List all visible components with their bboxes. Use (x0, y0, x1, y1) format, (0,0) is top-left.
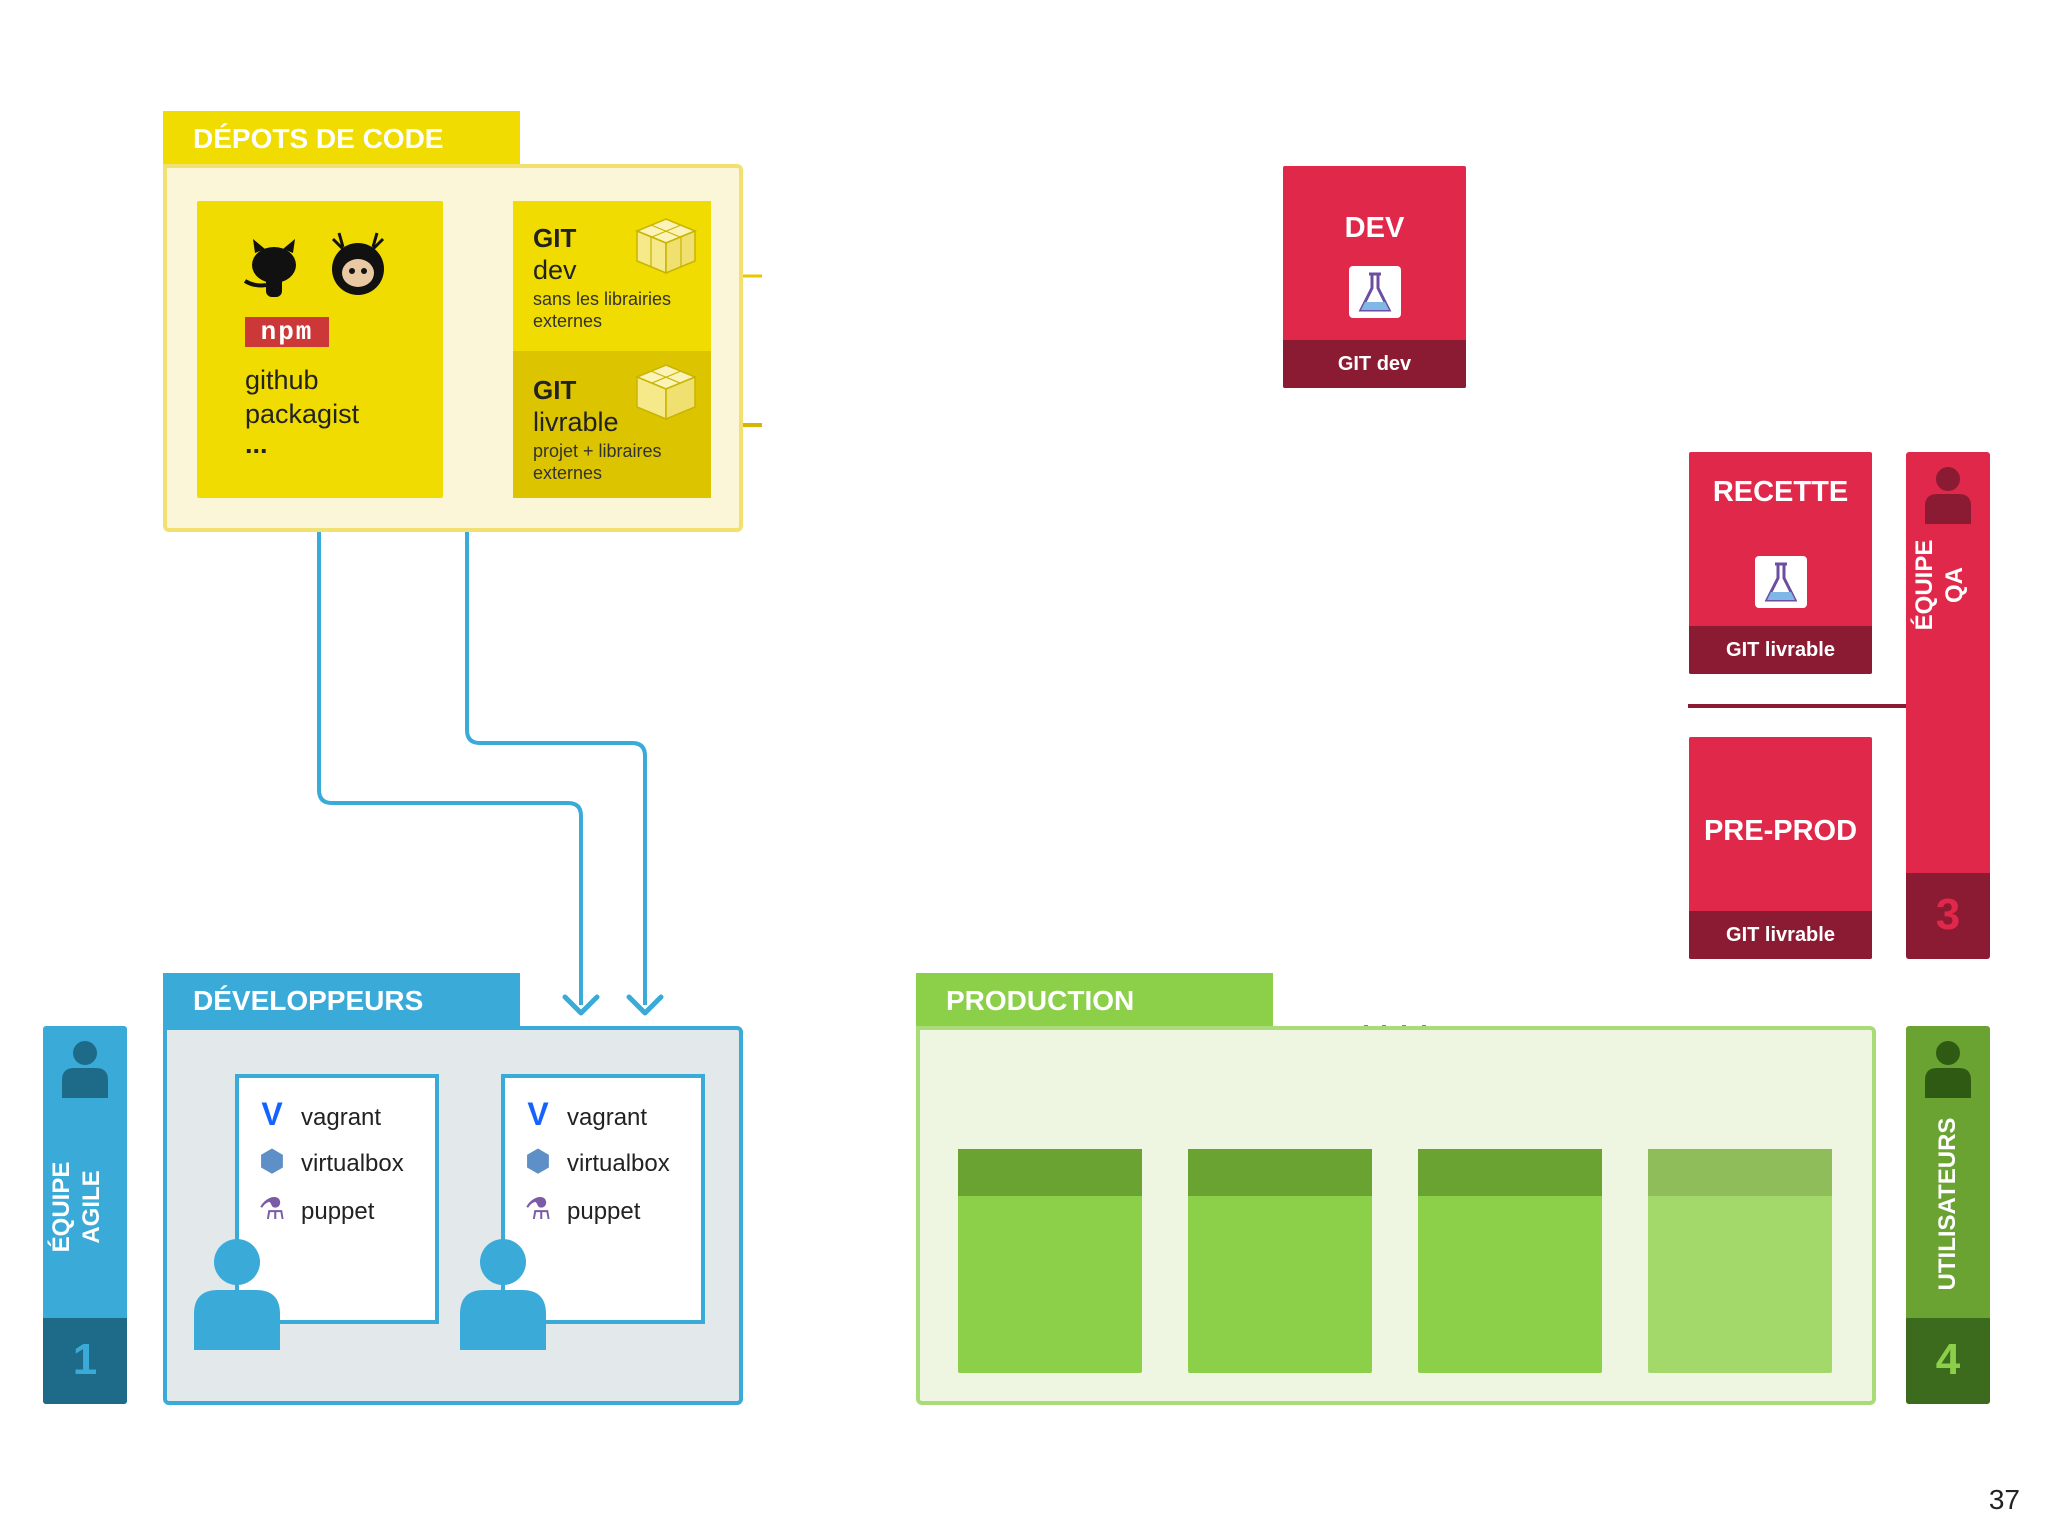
developers-tab: DÉVELOPPEURS (163, 973, 520, 1029)
package-box-icon (635, 364, 697, 421)
git-dev-title: GIT (533, 223, 577, 253)
blue-connector-public-to-dev (317, 500, 583, 1005)
packagist-icon (331, 232, 385, 295)
env-recette-title: RECETTE (1712, 476, 1849, 508)
production-tab: PRODUCTION (916, 973, 1273, 1029)
team-users-bar: UTILISATEURS 4 (1906, 1026, 1990, 1404)
team-qa-number: 3 (1935, 890, 1961, 939)
team-agile-number: 1 (72, 1335, 98, 1384)
team-users-number: 4 (1935, 1335, 1961, 1384)
env-dev-footer: GIT dev (1283, 340, 1466, 388)
person-icon (460, 1239, 546, 1350)
public-repo-more: ... (245, 429, 268, 459)
vagrant-icon: V (527, 1096, 549, 1132)
env-recette: RECETTE GIT livrable (1689, 452, 1872, 674)
git-livrable-title: GIT (533, 375, 577, 405)
github-octocat-icon (243, 239, 296, 297)
env-dev-title: DEV (1344, 212, 1405, 244)
production-server-1 (958, 1149, 1142, 1373)
team-users-number-band: 4 (1906, 1318, 1990, 1404)
tool-virtualbox: ⬢virtualbox (519, 1142, 670, 1182)
git-dev-desc-2: externes (533, 311, 603, 331)
env-preprod: PRE-PROD GIT livrable (1689, 737, 1872, 959)
person-icon (1925, 467, 1971, 524)
npm-logo: npm (245, 317, 329, 347)
page-number: 37 (1988, 1484, 2020, 1515)
git-livrable-box: GIT livrable projet + libraires externes (513, 351, 711, 498)
env-preprod-title: PRE-PROD (1703, 815, 1858, 847)
arrow-head-dev-1 (562, 994, 600, 1016)
public-repos-box: npm github packagist ... (197, 201, 443, 498)
team-agile-number-band: 1 (43, 1318, 127, 1404)
person-icon (1925, 1041, 1971, 1098)
git-dev-box: GIT dev sans les librairies externes (513, 201, 711, 351)
virtualbox-icon: ⬢ (258, 1145, 286, 1178)
puppet-icon: ⚗ (524, 1193, 552, 1226)
arrow-head-dev-2 (626, 994, 664, 1016)
lab-flask-icon (1349, 266, 1401, 318)
env-recette-footer: GIT livrable (1689, 626, 1872, 674)
git-livrable-name: livrable (533, 407, 619, 437)
team-qa-number-band: 3 (1906, 873, 1990, 959)
public-repo-github: github (245, 365, 319, 395)
production-server-4 (1648, 1149, 1832, 1373)
git-livrable-desc-1: projet + libraires (533, 441, 662, 461)
tool-puppet: ⚗puppet (519, 1190, 641, 1230)
env-preprod-footer: GIT livrable (1689, 911, 1872, 959)
person-icon (62, 1041, 108, 1098)
puppet-icon: ⚗ (258, 1193, 286, 1226)
vagrant-icon: V (261, 1096, 283, 1132)
git-dev-desc-1: sans les librairies (533, 289, 672, 309)
production-server-3 (1418, 1149, 1602, 1373)
person-icon (194, 1239, 280, 1350)
team-users-label: UTILISATEURS (1934, 1117, 1961, 1291)
tool-virtualbox: ⬢virtualbox (253, 1142, 404, 1182)
public-repo-packagist: packagist (245, 399, 360, 429)
repos-tab: DÉPOTS DE CODE (163, 111, 520, 167)
tool-puppet: ⚗puppet (253, 1190, 375, 1230)
lab-flask-icon (1755, 556, 1807, 608)
env-dev: DEV GIT dev (1283, 166, 1466, 388)
production-server-2 (1188, 1149, 1372, 1373)
virtualbox-icon: ⬢ (524, 1145, 552, 1178)
git-livrable-desc-2: externes (533, 463, 603, 483)
git-dev-name: dev (533, 255, 577, 285)
package-box-icon (635, 218, 697, 275)
